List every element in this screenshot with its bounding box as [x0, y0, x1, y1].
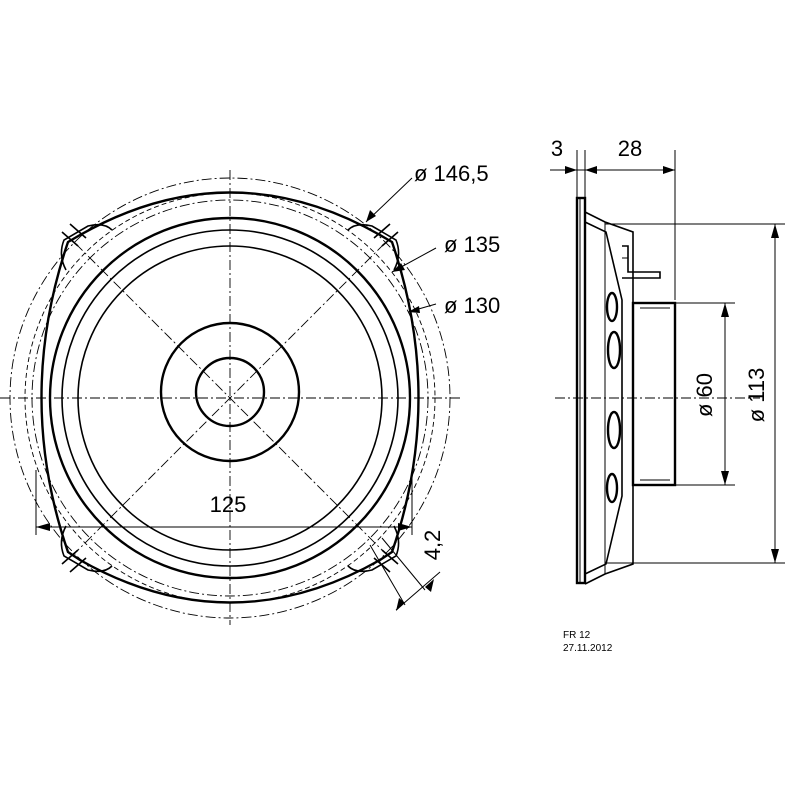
dimension-inner-diameter: ø 130 — [407, 293, 500, 318]
dim-magnet-label: ø 60 — [692, 373, 717, 417]
model-label: FR 12 — [563, 630, 591, 641]
dim-depth-label: 28 — [618, 136, 642, 161]
dim-inner-label: ø 130 — [444, 293, 500, 318]
dimension-magnet: ø 60 — [675, 302, 735, 486]
mounting-slot-bottom-left — [60, 525, 113, 573]
dimension-depth: 3 28 — [550, 136, 676, 300]
date-label: 27.11.2012 — [563, 643, 613, 654]
magnet — [631, 301, 677, 487]
dimension-middle-diameter: ø 135 — [391, 232, 500, 273]
dim-cutout-label: ø 113 — [744, 368, 769, 423]
dimension-outer-diameter: ø 146,5 — [365, 161, 489, 223]
terminal-tab — [622, 245, 661, 279]
basket-outline — [40, 191, 420, 604]
basket-window-4 — [605, 472, 619, 504]
basket-window-2 — [606, 330, 622, 370]
mounting-flange — [575, 196, 587, 585]
dimension-cutout: ø 113 — [605, 223, 785, 564]
side-view: 3 28 ø 60 ø 113 — [550, 136, 785, 585]
dimension-slot-width: 4,2 — [369, 530, 445, 611]
dim-middle-label: ø 135 — [444, 232, 500, 257]
dim-hole-spacing-label: 125 — [210, 492, 247, 517]
front-view: 125 4,2 ø 146,5 ø 135 ø 130 — [0, 161, 500, 625]
basket-window-3 — [606, 410, 622, 450]
drawing-caption: FR 12 27.11.2012 — [563, 630, 613, 654]
dim-flange-label: 3 — [551, 136, 563, 161]
dim-slot-width-label: 4,2 — [420, 530, 445, 561]
basket-window-1 — [605, 291, 619, 323]
dim-outer-label: ø 146,5 — [414, 161, 489, 186]
dimension-hole-spacing: 125 — [35, 470, 413, 535]
